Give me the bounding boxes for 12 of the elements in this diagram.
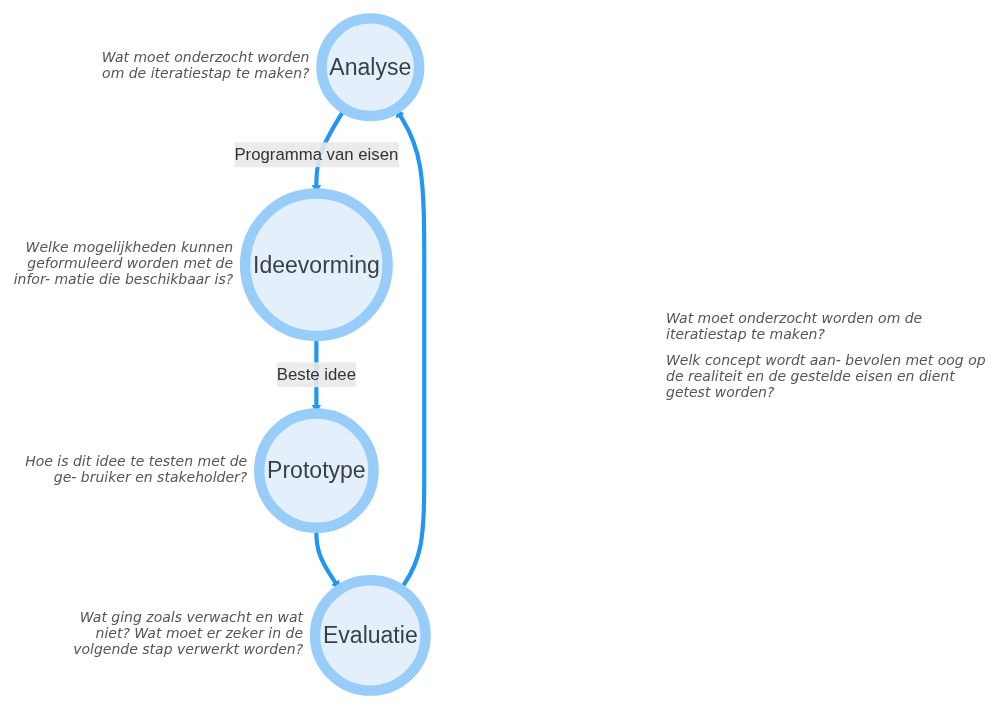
step-question: Wat moet onderzocht worden om de iteratiestap te maken? [100,49,310,82]
node-circle: Ideevorming [239,188,393,342]
step-question: Hoe is dit idee te testen met de ge- bruiker en stakeholder? [24,452,248,485]
edge-label: Beste idee [276,365,356,384]
node-circle: Analyse [316,13,425,122]
note-text: Welk concept wordt aan- bevolen met oog op de realiteit en de gestelde eisen en dient getest worden? [666,351,987,400]
node-circle: Evaluatie [309,574,431,696]
note-text: Wat moet onderzocht worden om de iteratiestap te maken? [666,309,924,342]
edge-label: Programma van eisen [234,145,399,164]
step-question: Welke mogelijkheden kunnen geformuleerd worden met de infor- matie die beschikbaar is? [12,238,234,287]
step-question: Wat ging zoals verwacht en wat niet? Wat moet er zeker in de volgende stap verwerkt worden? [73,609,304,658]
node-circle: Prototype [254,408,379,534]
